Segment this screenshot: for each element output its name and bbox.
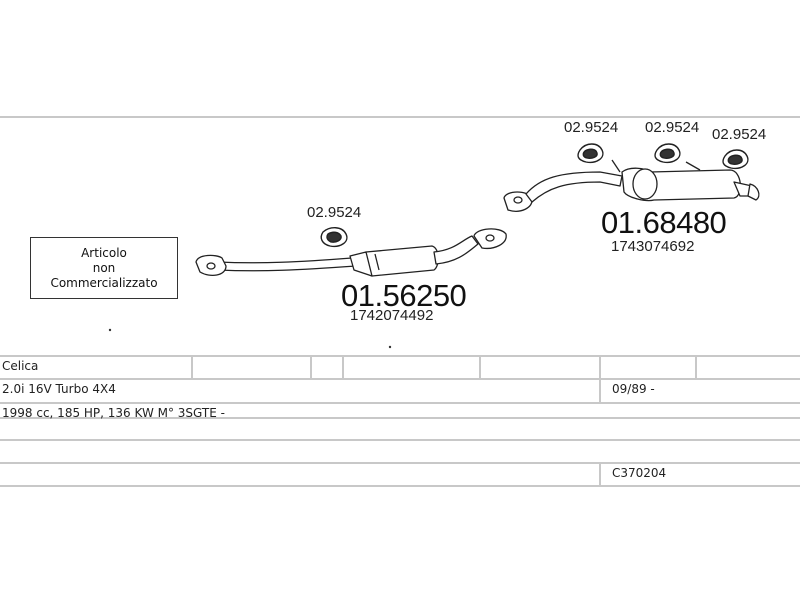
front-pipe-part-number: 01.56250 [341,278,467,313]
front-flange-hole-right [485,234,495,242]
notice-line-2: non [92,260,116,275]
not-sold-notice: Articolo non Commercializzato [30,237,178,299]
vehicle-date: 09/89 - [612,382,655,396]
vehicle-code: C370204 [612,466,667,480]
vehicle-model: Celica [2,359,39,373]
front-hanger-1 [374,253,380,271]
front-pipe-inlet-joint [349,251,373,277]
rear-silencer-part-number: 01.68480 [601,205,727,240]
front-pipe-tube-right [433,235,479,265]
notice-line-1: Articolo [81,245,127,260]
front-clamp-icon [320,227,348,248]
rear-silencer-oe-number: 1743074692 [611,238,695,255]
front-flange-hole-left [206,262,216,270]
top-clamp-number-2: 02.9524 [645,119,700,136]
vehicle-specs: 1998 cc, 185 HP, 136 KW M° 3SGTE - [2,406,225,420]
notice-line-3: Commercializzato [50,275,158,290]
rear-silencer-part [503,159,760,212]
top-clamp-number-3: 02.9524 [712,126,767,143]
dot-mark-1 [108,328,112,332]
front-pipe-oe-number: 1742074492 [350,307,434,324]
front-pipe-tube-left [217,257,357,272]
front-clamp-number: 02.9524 [307,204,362,221]
rear-silencer-endcap [632,168,658,200]
top-clamp-number-1: 02.9524 [564,119,619,136]
rear-hanger-1 [611,159,621,173]
rear-pipe-tube [525,171,623,203]
rear-hanger-2 [685,161,701,171]
rear-flange-hole [513,196,523,204]
top-clamp-icon-3 [722,149,749,170]
frame-lines [0,116,800,487]
dot-mark-2 [388,345,392,349]
front-pipe-part [195,228,507,277]
vehicle-engine: 2.0i 16V Turbo 4X4 [2,382,116,396]
rear-tailpipe-end [747,183,760,201]
front-silencer-body [363,245,439,277]
top-clamp-icon-2 [654,143,681,164]
top-clamp-icon-1 [577,143,604,164]
